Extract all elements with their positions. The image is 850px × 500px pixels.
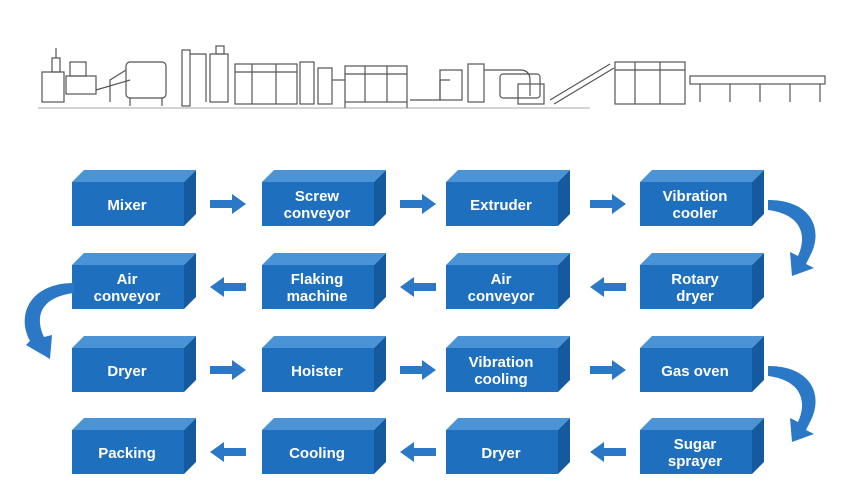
process-step-label: Sugar sprayer: [667, 436, 723, 470]
process-step-box: Packing: [72, 418, 200, 476]
curved-arrow-icon: [24, 283, 74, 359]
curved-arrow-icon: [768, 200, 816, 276]
process-step-label: Dryer: [481, 444, 521, 462]
process-step-label: Gas oven: [661, 362, 729, 380]
process-step-label: Rotary dryer: [671, 271, 719, 305]
box-3d-shape: [640, 336, 764, 392]
process-step-box: Mixer: [72, 170, 200, 228]
box-3d-shape: [262, 336, 386, 392]
arrow-left-icon: [590, 277, 626, 297]
box-3d-shape: [640, 253, 764, 309]
process-step-box: Dryer: [72, 336, 200, 394]
arrow-right-icon: [210, 194, 246, 214]
box-3d-shape: [72, 253, 196, 309]
process-step-box: Sugar sprayer: [640, 418, 768, 476]
process-step-label: Hoister: [291, 362, 343, 380]
box-3d-shape: [446, 253, 570, 309]
box-3d-shape: [446, 170, 570, 226]
arrow-left-icon: [210, 442, 246, 462]
arrow-right-icon: [400, 360, 436, 380]
box-3d-shape: [446, 336, 570, 392]
process-step-box: Dryer: [446, 418, 574, 476]
process-step-box: Air conveyor: [446, 253, 574, 311]
process-step-box: Screw conveyor: [262, 170, 390, 228]
box-3d-shape: [640, 418, 764, 474]
process-step-label: Flaking machine: [286, 271, 348, 305]
process-step-label: Air conveyor: [467, 271, 535, 305]
box-3d-shape: [72, 336, 196, 392]
process-step-box: Extruder: [446, 170, 574, 228]
curved-arrow-icon: [768, 366, 816, 442]
box-3d-shape: [72, 418, 196, 474]
production-line-illustration: [38, 45, 826, 109]
box-3d-shape: [262, 253, 386, 309]
box-3d-shape: [640, 170, 764, 226]
process-step-box: Vibration cooling: [446, 336, 574, 394]
arrow-left-icon: [590, 442, 626, 462]
arrow-right-icon: [590, 194, 626, 214]
process-step-label: Dryer: [107, 362, 147, 380]
process-step-label: Cooling: [289, 444, 345, 462]
box-3d-shape: [262, 418, 386, 474]
box-3d-shape: [446, 418, 570, 474]
process-step-label: Packing: [98, 444, 156, 462]
arrow-right-icon: [400, 194, 436, 214]
process-step-box: Air conveyor: [72, 253, 200, 311]
process-step-box: Flaking machine: [262, 253, 390, 311]
process-step-label: Vibration cooling: [468, 354, 534, 388]
process-step-box: Hoister: [262, 336, 390, 394]
process-step-label: Vibration cooler: [662, 188, 728, 222]
process-step-box: Cooling: [262, 418, 390, 476]
arrow-left-icon: [400, 442, 436, 462]
process-step-box: Vibration cooler: [640, 170, 768, 228]
arrow-right-icon: [210, 360, 246, 380]
process-step-label: Mixer: [107, 196, 147, 214]
arrow-left-icon: [400, 277, 436, 297]
box-3d-shape: [262, 170, 386, 226]
process-step-label: Extruder: [470, 196, 532, 214]
box-3d-shape: [72, 170, 196, 226]
process-step-label: Screw conveyor: [283, 188, 351, 222]
process-step-box: Rotary dryer: [640, 253, 768, 311]
arrow-right-icon: [590, 360, 626, 380]
process-step-box: Gas oven: [640, 336, 768, 394]
process-step-label: Air conveyor: [93, 271, 161, 305]
arrow-left-icon: [210, 277, 246, 297]
